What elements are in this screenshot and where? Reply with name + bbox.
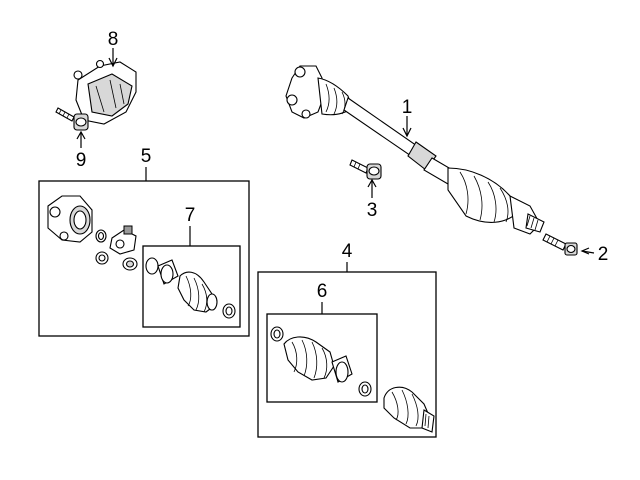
callout-1: 1: [402, 97, 413, 118]
boot-clamp-small-6: [270, 326, 284, 342]
bolt-part-9: [55, 107, 89, 131]
washer-part-b: [122, 257, 138, 271]
callout-2: 2: [598, 244, 609, 265]
heat-shield-part: [73, 59, 137, 125]
boot-clamp-large-7: [145, 257, 159, 275]
bolt-part-3: [349, 159, 382, 180]
callout-3: 3: [367, 200, 378, 221]
axle-bolt-part: [542, 233, 578, 256]
washer-part-a: [95, 251, 109, 265]
inner-boot-7: [177, 271, 218, 313]
callout-5: 5: [141, 146, 152, 167]
boot-band-6: [331, 355, 353, 383]
outer-boot-6: [283, 336, 335, 381]
callout-7: 7: [185, 205, 196, 226]
axle-shaft-part: [285, 65, 545, 235]
callout-6: 6: [317, 281, 328, 302]
circlip-part-6: [358, 381, 372, 397]
inner-joint-housing-part: [47, 195, 93, 243]
callout-9: 9: [76, 150, 87, 171]
group-box-7: [142, 245, 241, 328]
callout-4: 4: [342, 241, 353, 262]
group-box-5: [38, 180, 250, 337]
boot-band-7: [157, 259, 179, 285]
outer-cv-joint-part: [383, 386, 435, 433]
spider-assembly-part: [109, 225, 137, 255]
callout-8: 8: [108, 29, 119, 50]
boot-clamp-small-7: [222, 303, 236, 319]
circlip-part: [95, 229, 107, 243]
